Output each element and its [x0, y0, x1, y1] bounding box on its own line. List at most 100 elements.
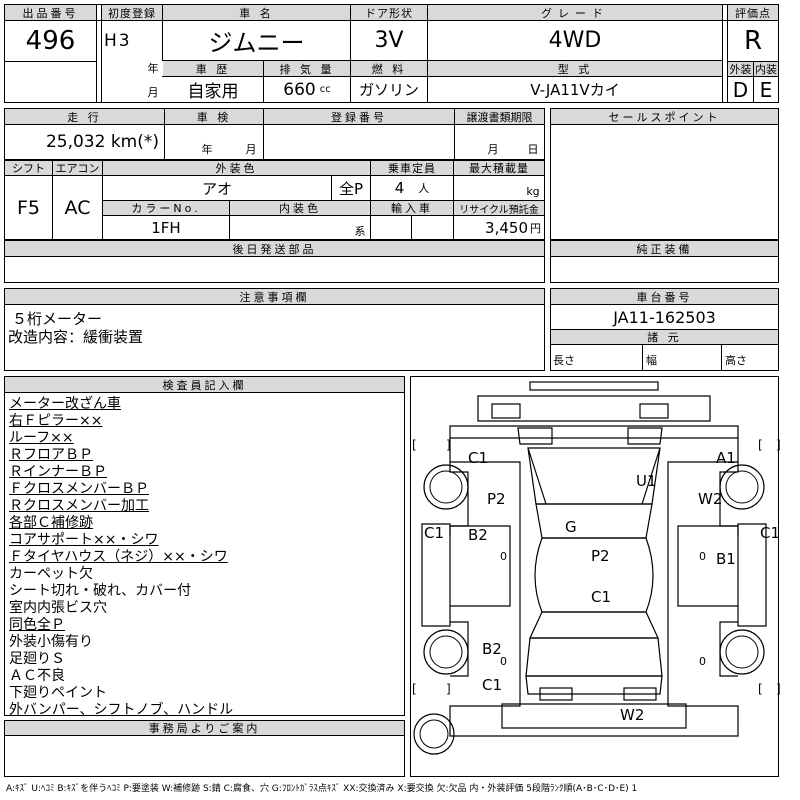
- tire-bracket: [: [412, 438, 417, 452]
- inspector-line: ＲインナーＢＰ: [9, 464, 107, 480]
- inspection-year-unit: 年: [201, 143, 213, 156]
- later-parts-label: 後日発送部品: [5, 241, 544, 256]
- inspector-line: 右Ｆピラー××: [9, 413, 103, 429]
- car-diagram: [413, 381, 767, 755]
- damage-mark-p2-left-fender: P2: [487, 490, 506, 508]
- rear-body: [525, 637, 663, 677]
- paint-status: 全P: [338, 179, 364, 198]
- grade-label: グレード: [428, 5, 722, 20]
- dims-label: 諸 元: [551, 330, 778, 344]
- lot-number: 496: [25, 26, 76, 56]
- era-year: 3: [118, 31, 130, 51]
- color-no-label: カラーNo.: [103, 201, 229, 215]
- right-front-tire: [719, 464, 765, 510]
- damage-mark-b1-right-door: B1: [716, 550, 736, 568]
- tire-tread-value: 0: [500, 655, 507, 668]
- history-label: 車 歴: [163, 61, 263, 76]
- cc-unit: cc: [319, 84, 331, 95]
- inspector-line: 下廻りペイント: [9, 685, 107, 701]
- legend: A:ｷｽﾞ U:ﾍｺﾐ B:ｷｽﾞを伴うﾍｺﾐ P:要塗装 W:補修跡 S:錆 …: [6, 784, 638, 794]
- left-front-fender: [449, 462, 469, 536]
- shift-label: シフト: [5, 161, 52, 175]
- score: R: [743, 26, 763, 56]
- door-type: 3V: [374, 28, 404, 53]
- genuine-equipment-label: 純正装備: [551, 241, 778, 256]
- score-label: 評価点: [728, 5, 778, 20]
- width-label: 幅: [646, 354, 657, 367]
- inspector-line: ＡＣ不良: [9, 668, 65, 684]
- inspector-line: ルーフ××: [9, 430, 74, 446]
- inspector-line: 各部Ｃ補修跡: [9, 515, 93, 531]
- damage-mark-c1-rear-roof: C1: [591, 588, 612, 606]
- chassis-number: JA11-162503: [613, 307, 716, 327]
- history: 自家用: [187, 82, 239, 102]
- right-headlight: [627, 427, 663, 445]
- rear-bumper-right: [623, 687, 657, 701]
- import-label: 輸入車: [371, 201, 453, 215]
- right-front-fender: [719, 462, 739, 536]
- recycle-value: 3,450: [485, 218, 528, 237]
- transfer-label: 譲渡書類期限: [455, 109, 544, 124]
- damage-mark-c1-left-side: C1: [424, 524, 445, 542]
- windshield: [535, 503, 653, 539]
- inspection-month-unit: 月: [245, 143, 257, 156]
- notes-line-2: 改造内容：緩衝装置: [8, 328, 144, 346]
- damage-mark-u1-bonnet: U1: [636, 472, 657, 490]
- rear-bumper: [501, 703, 687, 729]
- inspector-line: メーター改ざん車: [9, 396, 121, 412]
- capacity-value: 4: [394, 179, 405, 197]
- left-rear-tire: [423, 629, 469, 675]
- mileage-label: 走 行: [5, 109, 164, 124]
- tire-bracket: [: [412, 682, 417, 696]
- recycle-label: リサイクル預託金: [454, 201, 544, 216]
- damage-mark-a1-right-front: A1: [716, 449, 736, 467]
- mileage: 25,032 km(*): [45, 132, 159, 152]
- damage-mark-c1-left-rear: C1: [482, 676, 503, 694]
- spare-tire: [413, 713, 455, 755]
- capacity-label: 乗車定員: [371, 161, 453, 175]
- hood-crease-left: [527, 447, 547, 505]
- inspection-label: 車 検: [165, 109, 263, 124]
- rear-roof: [529, 611, 659, 639]
- inspector-line: カーペット欠: [9, 566, 93, 582]
- height-label: 高さ: [725, 354, 747, 367]
- displacement-value: 660: [283, 79, 316, 100]
- shift: F5: [16, 196, 41, 219]
- left-front-tire: [423, 464, 469, 510]
- front-panel: [449, 425, 739, 439]
- interior-label: 内装: [754, 62, 778, 76]
- tire-bracket: ]: [776, 438, 781, 452]
- damage-mark-b2-left-door: B2: [468, 526, 488, 544]
- length-label: 長さ: [553, 354, 575, 367]
- year-unit: 年: [147, 62, 159, 75]
- ac: AC: [64, 196, 91, 219]
- exterior-grade: D: [732, 77, 749, 102]
- inspector-line: 外バンパー、シフトノブ、ハンドル: [9, 702, 234, 718]
- inspector-line: Ｒクロスメンバー加工: [9, 498, 149, 514]
- kg-unit: kg: [526, 184, 540, 198]
- left-headlight: [517, 427, 553, 445]
- fuel: ガソリン: [358, 81, 419, 99]
- damage-mark-w2-right-fender: W2: [698, 490, 723, 508]
- ac-label: エアコン: [53, 161, 102, 175]
- inspector-line: 足廻りＳ: [9, 651, 65, 667]
- color-number: 1FH: [151, 218, 181, 237]
- exterior-label: 外装: [728, 62, 753, 76]
- load-label: 最大積載量: [454, 161, 544, 175]
- int-color-label: 内装色: [230, 201, 370, 215]
- interior-grade: E: [759, 77, 773, 102]
- transfer-day-unit: 日: [527, 143, 539, 156]
- right-side: [737, 523, 767, 627]
- era-letter: H: [104, 31, 117, 51]
- exterior-color: アオ: [201, 179, 232, 198]
- model: V-JA11Vカイ: [530, 81, 620, 99]
- office-label: 事務局よりご案内: [5, 721, 404, 735]
- damage-mark-g-windshield: G: [565, 518, 577, 536]
- sales-point-section: [550, 108, 779, 240]
- front-plate: [639, 403, 669, 419]
- hood-crease-right: [641, 447, 661, 505]
- yen-unit: 円: [530, 221, 541, 235]
- chassis-label: 車台番号: [551, 289, 778, 304]
- displacement-label: 排 気 量: [264, 61, 350, 76]
